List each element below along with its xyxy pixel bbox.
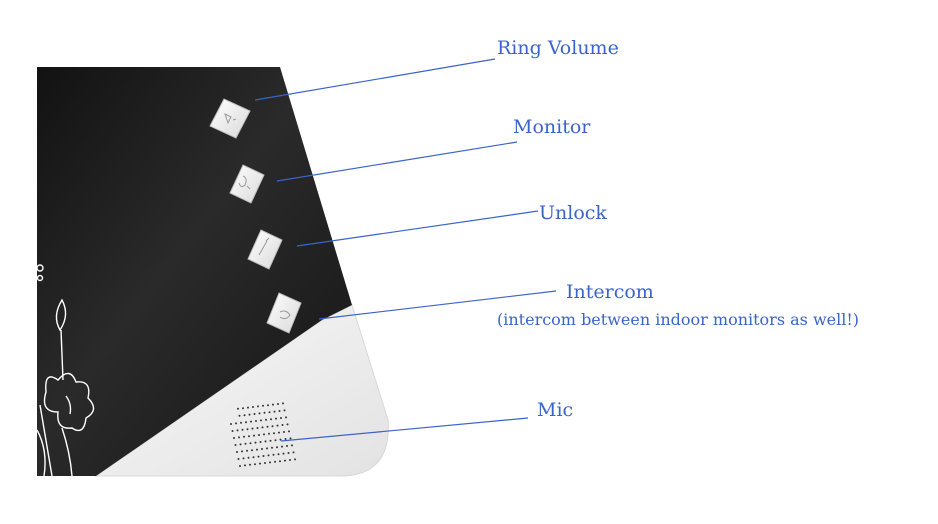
leader-line-ring-volume (254, 58, 496, 101)
ring-volume-button[interactable] (209, 98, 251, 139)
monitor-button[interactable] (229, 164, 265, 204)
unlock-button[interactable] (247, 229, 283, 270)
lotus-decoration (36, 264, 95, 477)
leader-line-mic (280, 417, 529, 442)
leader-line-monitor (276, 141, 518, 182)
ring-volume-label: Ring Volume (497, 37, 619, 59)
mic-grille-icon (230, 402, 296, 467)
intercom-sublabel: (intercom between indoor monitors as wel… (497, 310, 860, 329)
intercom-label: Intercom (566, 281, 654, 303)
device-face (37, 67, 352, 476)
intercom-icon (279, 310, 291, 320)
leader-line-unlock (296, 210, 539, 247)
unlock-label: Unlock (539, 202, 607, 224)
leader-line-intercom (318, 290, 557, 320)
ring-volume-icon (224, 113, 237, 125)
monitor-icon (238, 175, 251, 190)
intercom-button[interactable] (266, 292, 302, 334)
leader-lines (254, 58, 557, 442)
device-lower-panel (94, 304, 389, 477)
monitor-label: Monitor (513, 116, 591, 138)
unlock-icon (258, 237, 270, 256)
mic-label: Mic (537, 399, 574, 421)
